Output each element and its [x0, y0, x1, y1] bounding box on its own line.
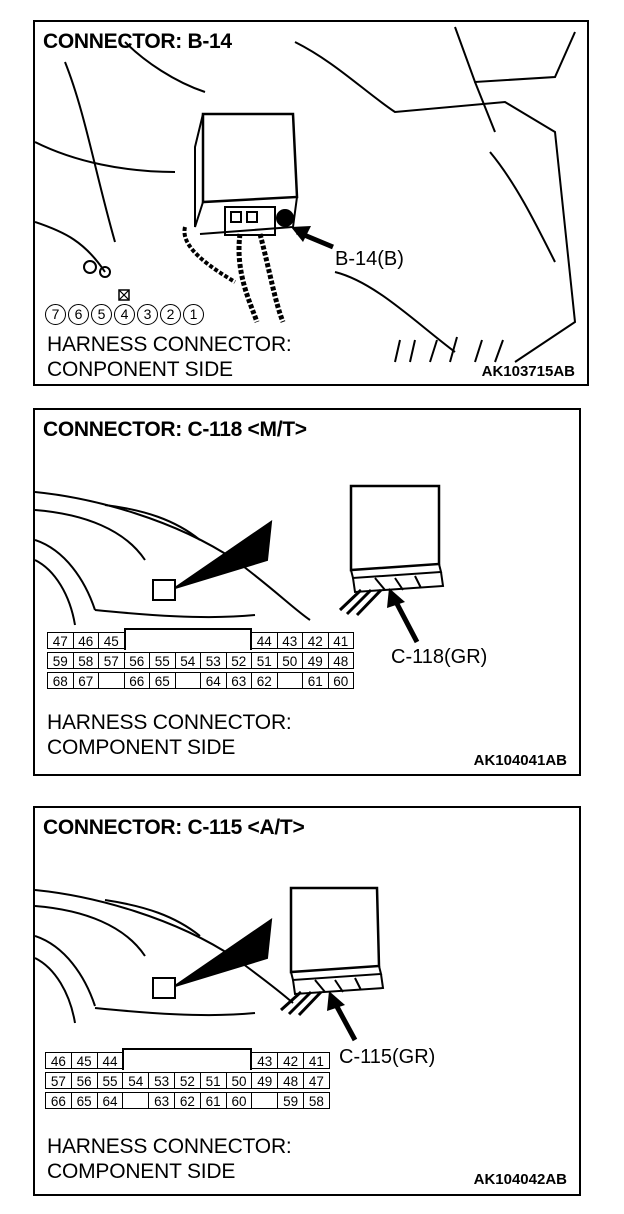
pin-cell: 64 — [96, 1092, 124, 1109]
pin-cell: 44 — [251, 632, 278, 649]
pin-cell: 45 — [98, 632, 125, 649]
c118-illustration — [35, 484, 445, 644]
pin-cell: 61 — [199, 1092, 227, 1109]
figure-code: AK103715AB — [481, 363, 575, 380]
pin-cell: 42 — [302, 632, 329, 649]
pin: 7 — [45, 304, 66, 325]
pin-cell: 54 — [122, 1072, 150, 1089]
pin-cell: 57 — [45, 1072, 72, 1089]
pin-cell: 51 — [251, 652, 278, 669]
pin-cell: 43 — [276, 632, 303, 649]
pin-cell: 53 — [200, 652, 227, 669]
pin-cell: 47 — [47, 632, 74, 649]
pin-cell: 53 — [148, 1072, 175, 1089]
pin-cell: 49 — [251, 1072, 279, 1089]
pin-cell: 55 — [149, 652, 176, 669]
pin-cell: 68 — [47, 672, 74, 689]
harness-note-line1: HARNESS CONNECTOR: — [47, 1135, 292, 1158]
pin-cell: 45 — [70, 1052, 98, 1069]
harness-note-line1: HARNESS CONNECTOR: — [47, 711, 292, 734]
pin: 6 — [68, 304, 89, 325]
harness-note-line2: COMPONENT SIDE — [47, 736, 236, 759]
pin-cell: 46 — [72, 632, 99, 649]
empty-pin-cell — [251, 1092, 279, 1109]
pin-cell: 56 — [70, 1072, 98, 1089]
connector-callout-label: C-115(GR) — [339, 1046, 436, 1068]
harness-note-line2: CONPONENT SIDE — [47, 358, 233, 381]
pin-cell: 59 — [47, 652, 74, 669]
pin-cell: 60 — [327, 672, 354, 689]
pin-cell: 65 — [149, 672, 176, 689]
pin: 2 — [160, 304, 181, 325]
pin-cell: 66 — [45, 1092, 72, 1109]
pin-cell: 41 — [327, 632, 354, 649]
c115-illustration — [35, 886, 385, 1042]
connector-key-frame — [123, 628, 252, 650]
pin-cell: 56 — [123, 652, 150, 669]
pin-cell: 67 — [72, 672, 99, 689]
pin: 5 — [91, 304, 112, 325]
pin-cell: 44 — [96, 1052, 124, 1069]
pin-cell: 43 — [251, 1052, 279, 1069]
pin-cell: 65 — [70, 1092, 98, 1109]
pin-cell: 50 — [276, 652, 303, 669]
harness-note-line1: HARNESS CONNECTOR: — [47, 333, 292, 356]
pin-cell: 50 — [225, 1072, 253, 1089]
pin: 1 — [183, 304, 204, 325]
connector-key-frame — [122, 1048, 253, 1070]
pin-cell: 42 — [277, 1052, 304, 1069]
harness-note-line2: COMPONENT SIDE — [47, 1160, 236, 1183]
figure-code: AK104042AB — [473, 1171, 567, 1188]
panel-title: CONNECTOR: B-14 — [43, 30, 232, 53]
pin-cell: 63 — [225, 672, 252, 689]
pin-cell: 59 — [277, 1092, 304, 1109]
pin-cell: 48 — [277, 1072, 304, 1089]
pin-cell: 57 — [98, 652, 125, 669]
pin-cell: 54 — [174, 652, 201, 669]
pin-cell: 62 — [251, 672, 278, 689]
pin-cell: 52 — [225, 652, 252, 669]
pin: 3 — [137, 304, 158, 325]
connector-callout-label: B-14(B) — [335, 248, 404, 270]
pin-cell: 60 — [225, 1092, 253, 1109]
empty-pin-cell — [98, 672, 125, 689]
empty-pin-cell — [174, 672, 201, 689]
connector-callout-label: C-118(GR) — [391, 646, 488, 668]
pin-cell: 61 — [302, 672, 329, 689]
b14-illustration — [35, 26, 577, 363]
pin-cell: 47 — [303, 1072, 330, 1089]
pin-cell: 48 — [327, 652, 354, 669]
pin-cell: 46 — [45, 1052, 72, 1069]
panel-title: CONNECTOR: C-118 <M/T> — [43, 418, 307, 441]
empty-pin-cell — [276, 672, 303, 689]
pin-cell: 52 — [174, 1072, 201, 1089]
pin-cell: 51 — [199, 1072, 227, 1089]
pin-cell: 63 — [148, 1092, 175, 1109]
pin-cell: 55 — [96, 1072, 124, 1089]
empty-pin-cell — [122, 1092, 150, 1109]
pin: 4 — [114, 304, 135, 325]
figure-code: AK104041AB — [473, 752, 567, 769]
pin-cell: 58 — [303, 1092, 330, 1109]
pin-cell: 62 — [174, 1092, 201, 1109]
pin-cell: 41 — [303, 1052, 330, 1069]
pin-cell: 49 — [302, 652, 329, 669]
panel-title: CONNECTOR: C-115 <A/T> — [43, 816, 305, 839]
pin-cell: 64 — [200, 672, 227, 689]
pin-cell: 66 — [123, 672, 150, 689]
pin-cell: 58 — [72, 652, 99, 669]
